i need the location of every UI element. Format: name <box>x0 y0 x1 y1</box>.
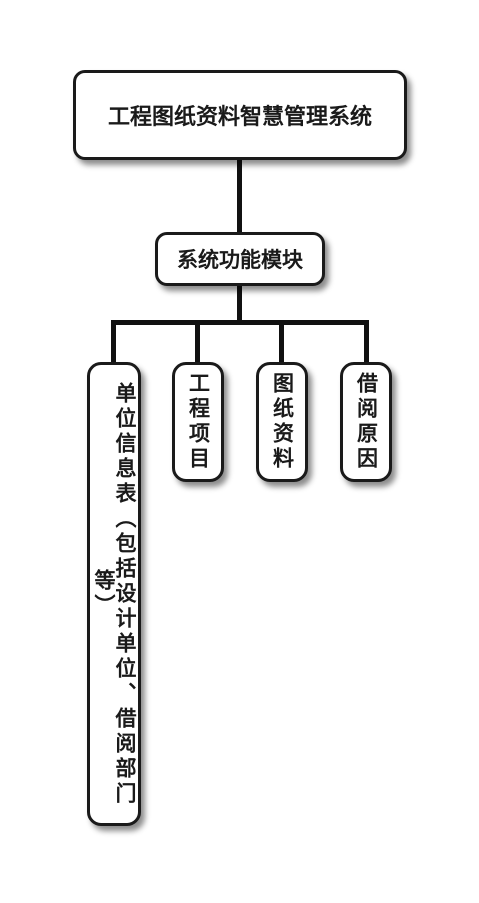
child-node-label: 借阅原因 <box>354 372 379 472</box>
child-node-project: 工程项目 <box>172 362 224 482</box>
child-node-label: 工程项目 <box>186 372 211 472</box>
child-node-label: 单位信息表（包括设计单位、借阅部门等） <box>92 381 137 807</box>
connector-root-to-module <box>237 158 242 233</box>
root-node: 工程图纸资料智慧管理系统 <box>73 70 407 160</box>
child-node-drawings: 图纸资料 <box>256 362 308 482</box>
connector-module-to-bus <box>237 283 242 323</box>
child-node-label: 图纸资料 <box>270 372 295 472</box>
module-node: 系统功能模块 <box>155 232 325 286</box>
child-node-borrow-reason: 借阅原因 <box>340 362 392 482</box>
connector-bus-to-child-3 <box>279 320 284 364</box>
connector-bus <box>111 320 369 325</box>
connector-bus-to-child-4 <box>364 320 369 364</box>
connector-bus-to-child-2 <box>195 320 200 364</box>
connector-bus-to-child-1 <box>111 320 116 364</box>
module-node-label: 系统功能模块 <box>177 248 303 272</box>
root-node-label: 工程图纸资料智慧管理系统 <box>107 105 372 130</box>
child-node-unit-info: 单位信息表（包括设计单位、借阅部门等） <box>87 362 141 826</box>
